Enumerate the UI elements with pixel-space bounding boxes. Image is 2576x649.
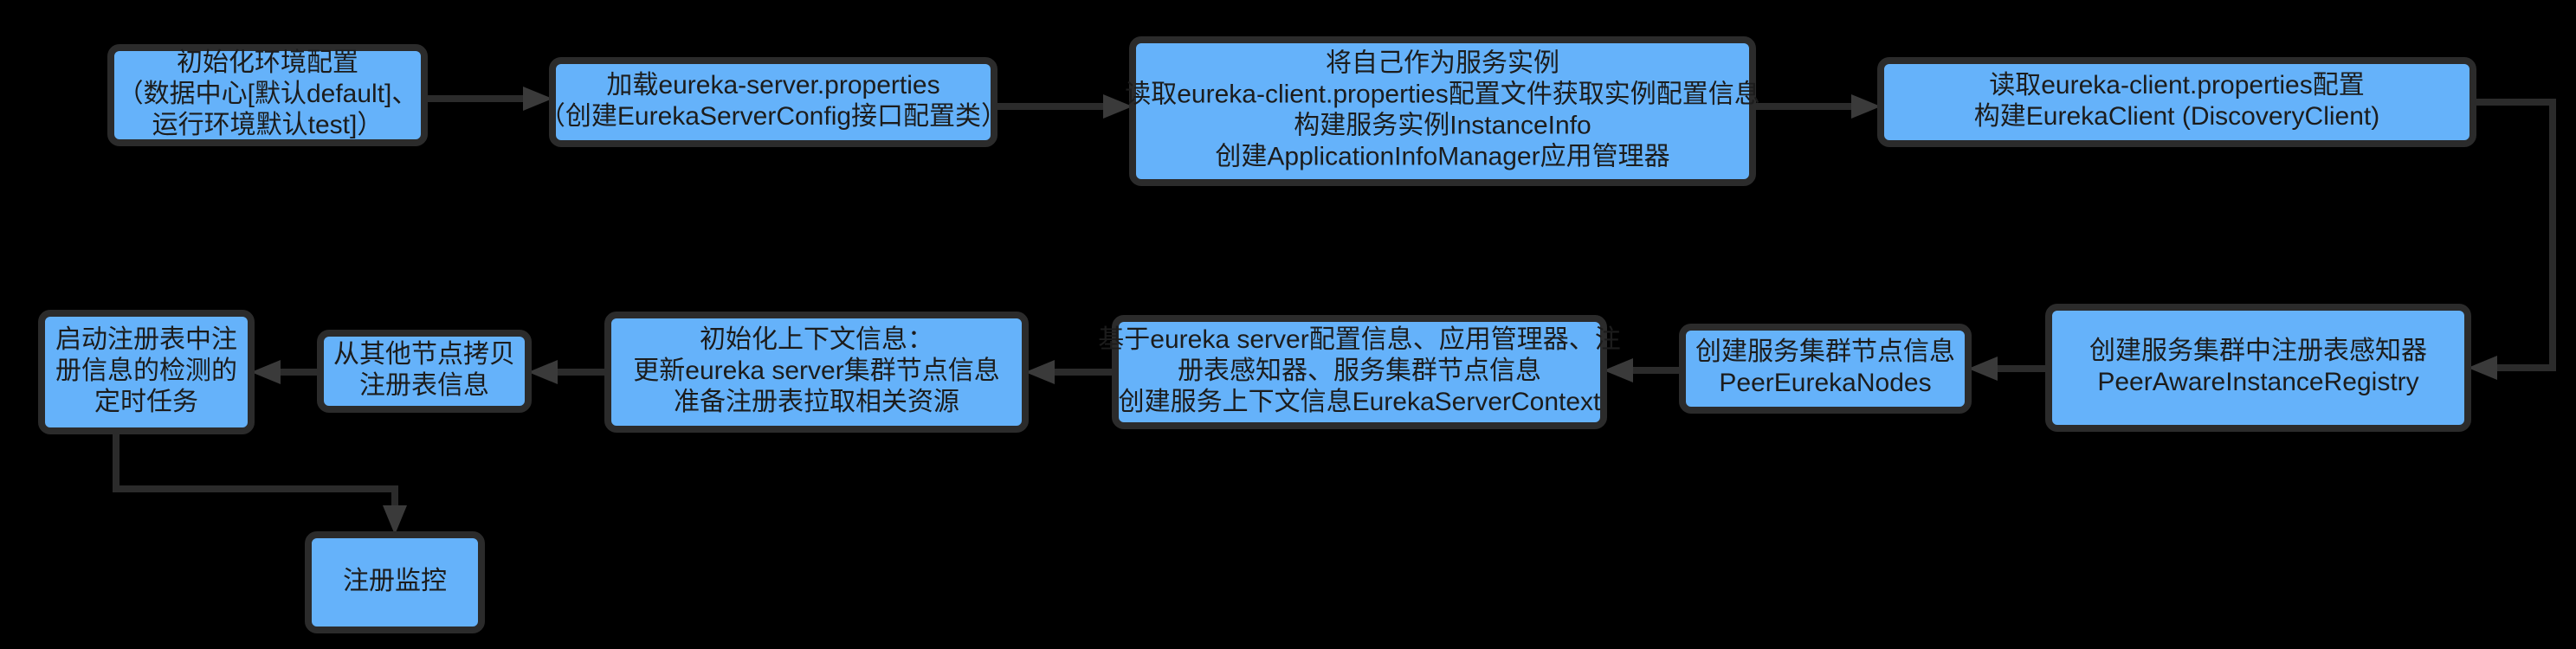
node-box-build-eureka-client: [1877, 57, 2476, 147]
node-init-environment-config[interactable]: 初始化环境配置 （数据中心[默认default]、运行环境默认test]）: [107, 44, 428, 146]
edge-n9-to-n10: [251, 360, 320, 384]
node-label-load-eureka-server-properties: （创建EurekaServerConfig接口配置类）: [539, 102, 1007, 131]
edge-n4-to-n5: [2468, 99, 2556, 380]
edge-n4-to-n5-line: [2473, 99, 2556, 371]
node-create-peer-eureka-nodes[interactable]: 创建服务集群节点信息 PeerEurekaNodes: [1679, 324, 1972, 414]
node-create-peer-aware-instance-registry[interactable]: 创建服务集群中注册表感知器 PeerAwareInstanceRegistry: [2045, 304, 2471, 432]
node-label-create-eureka-server-context: 册表感知器、服务集群节点信息: [1178, 357, 1541, 385]
node-box-init-context-info: [604, 312, 1029, 433]
node-box-register-self-as-instance: [1129, 36, 1756, 186]
node-label-register-self-as-instance: 构建服务实例InstanceInfo: [1294, 111, 1591, 139]
node-register-self-as-instance[interactable]: 将自己作为服务实例读取eureka-client.properties配置文件获…: [1125, 36, 1760, 186]
node-label-init-context-info: 更新eureka server集群节点信息: [633, 357, 999, 385]
node-box-copy-registry-from-peers: [317, 330, 532, 413]
arrow-head-icon: [523, 87, 552, 111]
node-create-eureka-server-context[interactable]: 基于eureka server配置信息、应用管理器、注册表感知器、服务集群节点信…: [1098, 315, 1621, 429]
node-box-load-eureka-server-properties: [549, 57, 997, 147]
arrow-head-icon: [383, 505, 407, 535]
node-label-register-self-as-instance: 将自己作为服务实例: [1326, 48, 1559, 77]
node-label-create-eureka-server-context: 基于eureka server配置信息、应用管理器、注: [1098, 325, 1620, 354]
node-label-init-context-info: 准备注册表拉取相关资源: [674, 388, 959, 416]
node-label-start-registry-eviction-task: 册信息的检测的: [55, 357, 237, 385]
node-label-build-eureka-client: 构建EurekaClient (DiscoveryClient): [1974, 102, 2379, 131]
arrow-head-icon: [1025, 360, 1055, 384]
edge-n1-to-n2: [424, 87, 552, 111]
node-box-init-environment-config: [107, 44, 428, 146]
node-label-build-eureka-client: 读取eureka-client.properties配置: [1989, 71, 2365, 100]
node-label-create-peer-aware-instance-registry: 创建服务集群中注册表感知器: [2089, 337, 2427, 365]
node-label-create-peer-eureka-nodes: 创建服务集群节点信息: [1695, 337, 1955, 366]
arrow-head-icon: [1103, 94, 1133, 119]
node-box-create-peer-eureka-nodes: [1679, 324, 1972, 414]
node-label-init-environment-config: 运行环境默认test]）: [152, 111, 384, 139]
edge-n5-to-n6: [1968, 357, 2049, 381]
node-label-create-eureka-server-context: 创建服务上下文信息EurekaServerContext: [1119, 388, 1601, 416]
node-build-eureka-client[interactable]: 读取eureka-client.properties配置构建EurekaClie…: [1877, 57, 2476, 147]
edge-n7-to-n8: [1025, 360, 1115, 384]
edge-n2-to-n3: [994, 94, 1133, 119]
node-label-start-registry-eviction-task: 定时任务: [94, 388, 198, 416]
edge-n3-to-n4: [1753, 94, 1881, 119]
edge-n8-to-n9: [528, 360, 608, 384]
arrow-head-icon: [251, 360, 281, 384]
edge-n10-to-n11: [113, 431, 407, 535]
node-label-init-environment-config: （数据中心[默认default]、: [118, 80, 418, 108]
node-label-load-eureka-server-properties: 加载eureka-server.properties: [606, 71, 939, 100]
edge-n6-to-n7: [1604, 358, 1682, 382]
node-label-create-peer-eureka-nodes: PeerEurekaNodes: [1719, 369, 1931, 397]
arrow-head-icon: [1968, 357, 1998, 381]
arrow-head-icon: [528, 360, 558, 384]
node-label-init-context-info: 初始化上下文信息：: [700, 325, 933, 354]
arrow-head-icon: [1851, 94, 1881, 119]
node-label-register-self-as-instance: 读取eureka-client.properties配置文件获取实例配置信息: [1125, 80, 1760, 108]
node-label-init-environment-config: 初始化环境配置: [177, 48, 358, 77]
node-label-registry-monitor: 注册监控: [343, 567, 447, 595]
node-label-copy-registry-from-peers: 从其他节点拷贝: [333, 340, 515, 369]
node-registry-monitor[interactable]: 注册监控: [305, 531, 485, 633]
arrow-head-icon: [2468, 356, 2497, 380]
edge-layer: [113, 87, 2556, 535]
node-box-create-peer-aware-instance-registry: [2045, 304, 2471, 432]
node-init-context-info[interactable]: 初始化上下文信息： 更新eureka server集群节点信息准备注册表拉取相关资…: [604, 312, 1029, 433]
node-box-start-registry-eviction-task: [38, 310, 255, 434]
node-load-eureka-server-properties[interactable]: 加载eureka-server.properties（创建EurekaServe…: [539, 57, 1007, 147]
edge-n10-to-n11-line: [113, 431, 398, 509]
node-label-register-self-as-instance: 创建ApplicationInfoManager应用管理器: [1215, 142, 1669, 170]
arrow-head-icon: [1604, 358, 1633, 382]
node-layer: 初始化环境配置 （数据中心[默认default]、运行环境默认test]） 加载eu…: [38, 36, 2476, 633]
node-label-copy-registry-from-peers: 注册表信息: [359, 371, 489, 400]
node-box-create-eureka-server-context: [1112, 315, 1607, 429]
node-label-create-peer-aware-instance-registry: PeerAwareInstanceRegistry: [2097, 368, 2418, 396]
node-box-registry-monitor: [305, 531, 485, 633]
node-label-start-registry-eviction-task: 启动注册表中注: [55, 325, 237, 354]
